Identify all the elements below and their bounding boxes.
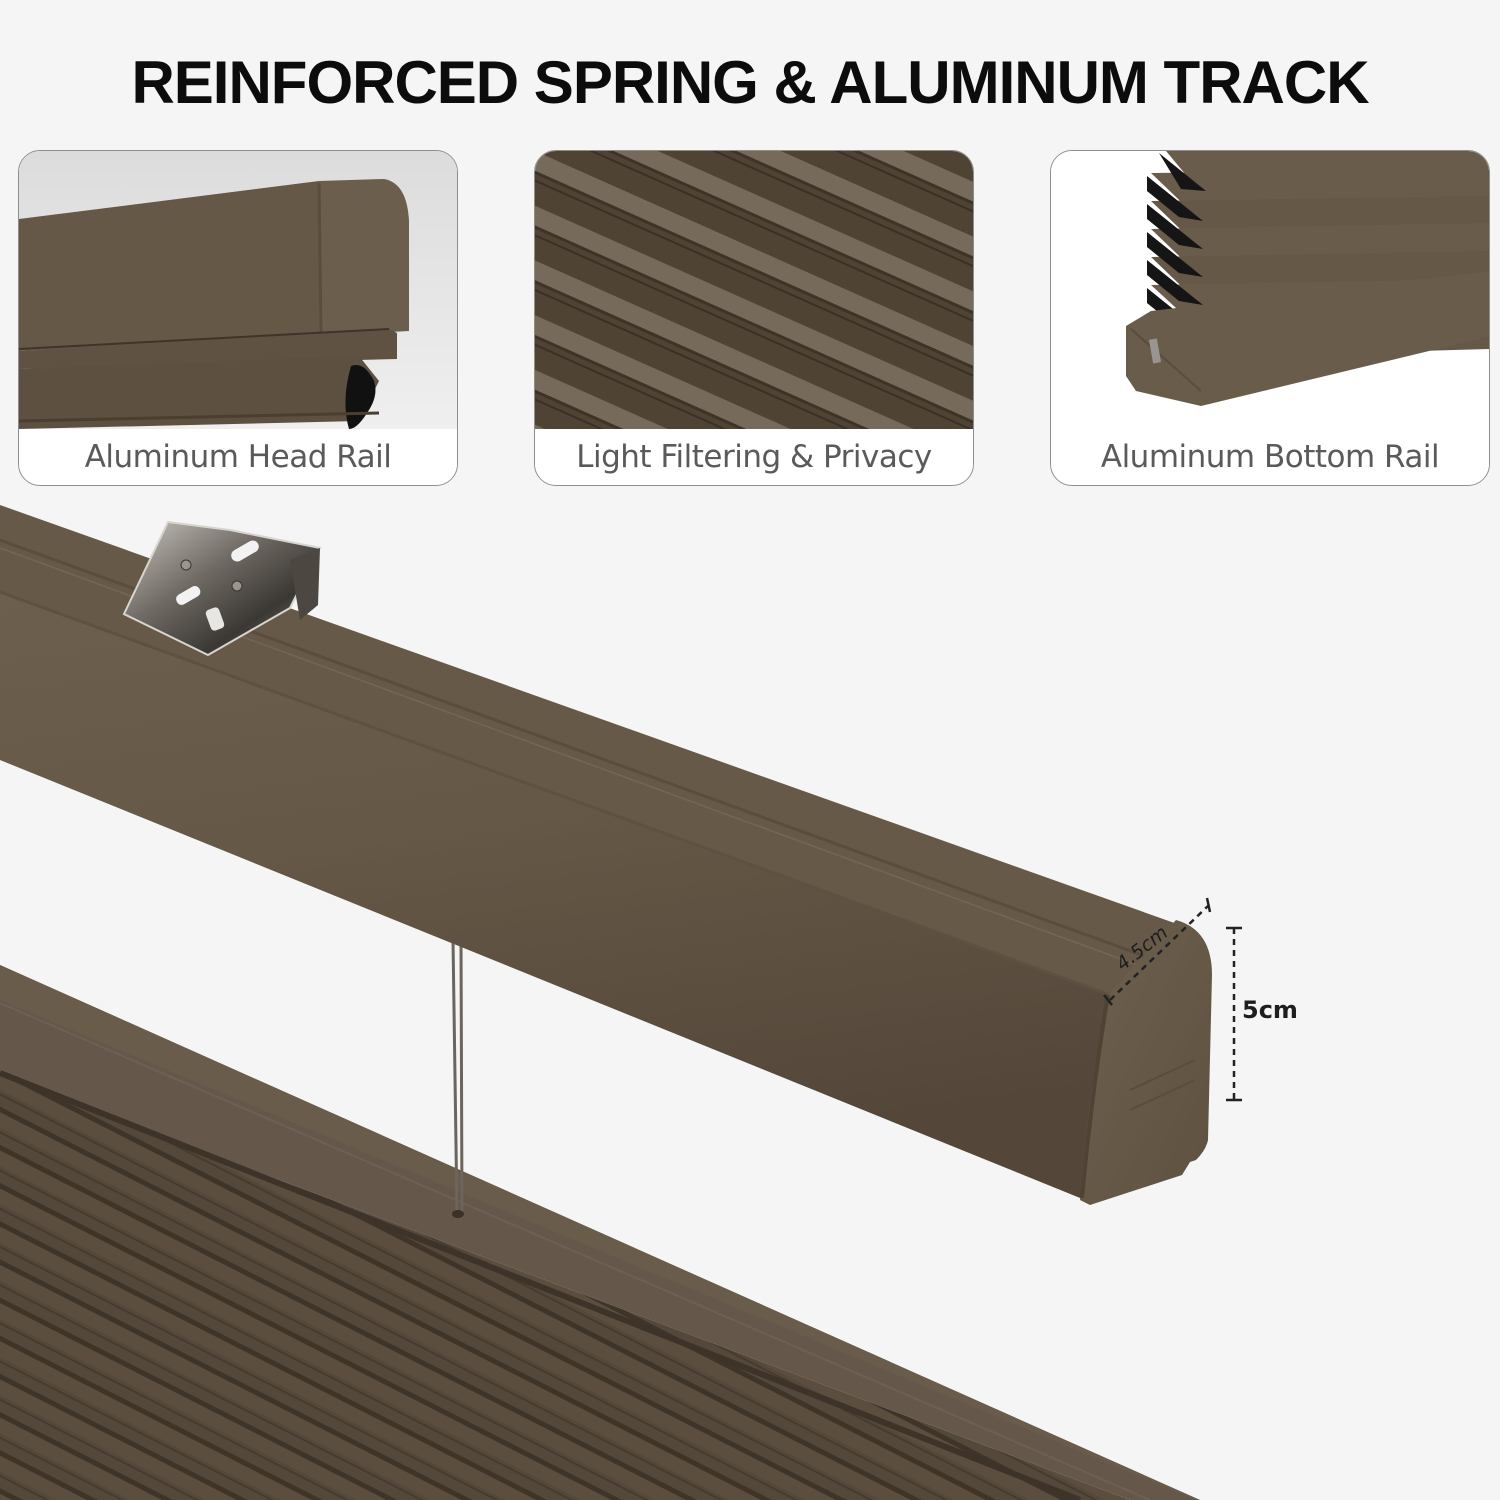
height-dimension-label: 5cm [1242,996,1298,1024]
lower-shade [0,965,1200,1500]
depth-dimension-line [1109,905,1209,1001]
feature-card-light-filtering: Light Filtering & Privacy [534,150,974,486]
page-headline: REINFORCED SPRING & ALUMINUM TRACK [131,49,1369,116]
dimension-lines [1103,897,1242,1102]
feature-caption: Light Filtering & Privacy [535,429,973,485]
head-rail-photo [19,151,457,429]
feature-card-head-rail: Aluminum Head Rail [18,150,458,486]
feature-card-bottom-rail: Aluminum Bottom Rail [1050,150,1490,486]
end-cap [1080,920,1212,1205]
lift-cord [451,939,464,1218]
feature-caption: Aluminum Bottom Rail [1051,429,1489,485]
bottom-rail-photo [1051,151,1489,429]
pleated-fabric-photo [535,151,973,429]
mounting-bracket [122,520,322,657]
feature-caption: Aluminum Head Rail [19,429,457,485]
